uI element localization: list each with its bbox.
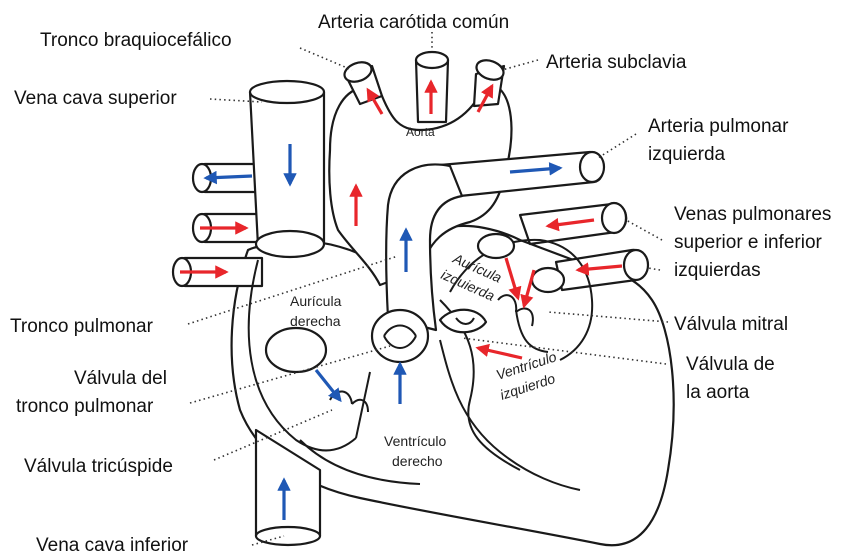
left-side-vessels: [173, 164, 262, 286]
inner-aorta: Aorta: [406, 125, 435, 139]
label-vena-cava-superior: Vena cava superior: [14, 88, 177, 109]
inner-ventriculo-derecho: Ventrículo: [384, 433, 446, 449]
blue-arrow: [206, 176, 252, 178]
pulmonary-vein-opening: [478, 234, 514, 258]
inner-ventriculo-derecho-2: derecho: [392, 453, 443, 469]
inner-auricula-derecha-2: derecha: [290, 313, 341, 329]
label-valvula-aorta: Válvula de: [686, 354, 775, 375]
pulmonary-vein-opening: [532, 268, 564, 292]
label-valvula-tronco-pulmonar-2: tronco pulmonar: [16, 396, 154, 417]
label-arteria-subclavia: Arteria subclavia: [546, 52, 687, 73]
label-arteria-pulmonar-izquierda: Arteria pulmonar: [648, 116, 789, 137]
label-arteria-pulmonar-izquierda-2: izquierda: [648, 144, 726, 165]
label-valvula-tronco-pulmonar: Válvula del: [74, 368, 167, 389]
inner-auricula-derecha: Aurícula: [290, 293, 342, 309]
label-valvula-mitral: Válvula mitral: [674, 314, 788, 335]
right-atrium-opening: [266, 328, 326, 372]
label-venas-pulmonares: Venas pulmonares: [674, 204, 831, 225]
label-arteria-carotida-comun: Arteria carótida común: [318, 12, 509, 33]
label-valvula-tricuspide: Válvula tricúspide: [24, 456, 173, 477]
label-venas-pulmonares-2: superior e inferior: [674, 232, 823, 253]
superior-vena-cava: [250, 92, 324, 246]
label-tronco-braquiocefalico: Tronco braquiocefálico: [40, 30, 232, 51]
label-venas-pulmonares-3: izquierdas: [674, 260, 761, 281]
pulmonary-valve: [372, 310, 428, 362]
label-vena-cava-inferior: Vena cava inferior: [36, 535, 189, 554]
label-tronco-pulmonar: Tronco pulmonar: [10, 316, 154, 337]
label-valvula-aorta-2: la aorta: [686, 382, 750, 403]
